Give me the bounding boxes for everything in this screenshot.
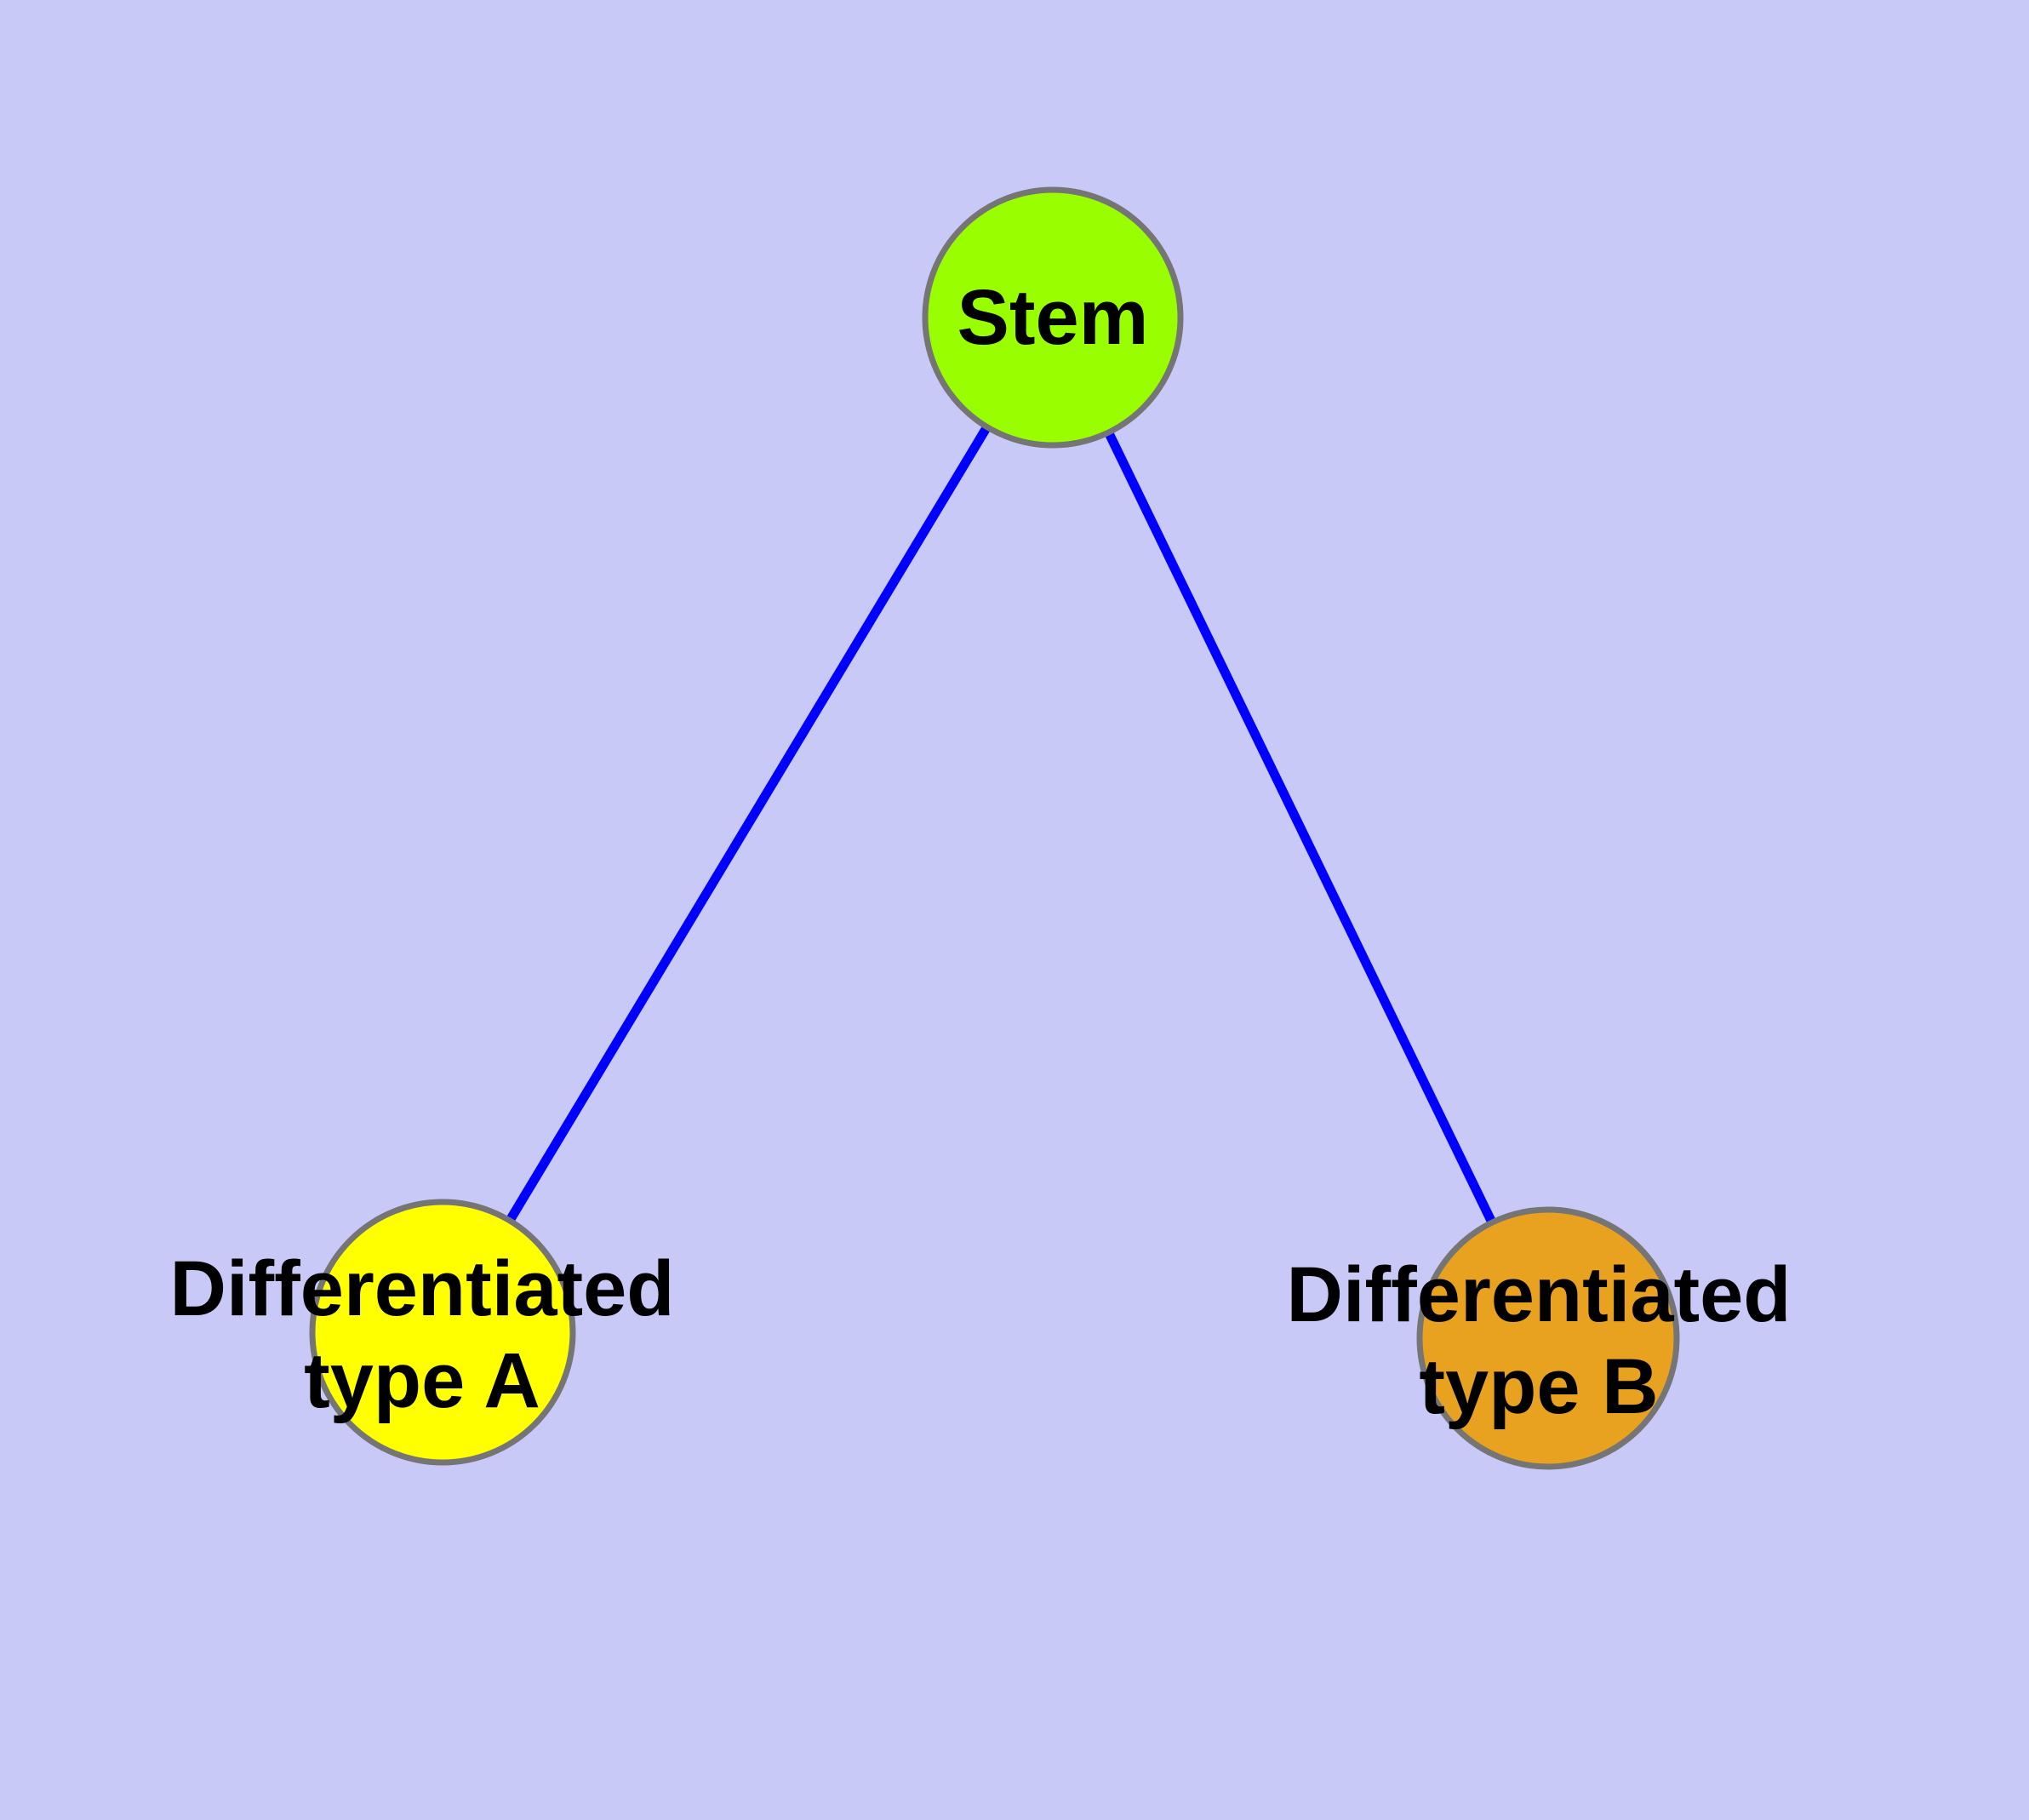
node-type-a-label-line2: type A <box>304 1337 540 1424</box>
node-type-b-circle <box>1416 1206 1680 1470</box>
node-type-a-circle <box>309 1199 576 1466</box>
node-stem-label: Stem <box>957 272 1149 363</box>
node-stem-label-text: Stem <box>957 274 1149 361</box>
edge-stem-to-type-b <box>1049 315 1552 1341</box>
node-stem-circle <box>922 186 1184 449</box>
node-type-a-label-line1: Differentiated <box>169 1245 675 1332</box>
node-type-b-label-line1: Differentiated <box>1286 1251 1792 1338</box>
node-type-b-label: Differentiated type B <box>1287 1249 1792 1433</box>
edge-stem-to-type-a <box>438 315 1057 1335</box>
node-type-b-label-line2: type B <box>1419 1343 1659 1430</box>
node-type-a-label: Differentiated type A <box>170 1243 675 1427</box>
